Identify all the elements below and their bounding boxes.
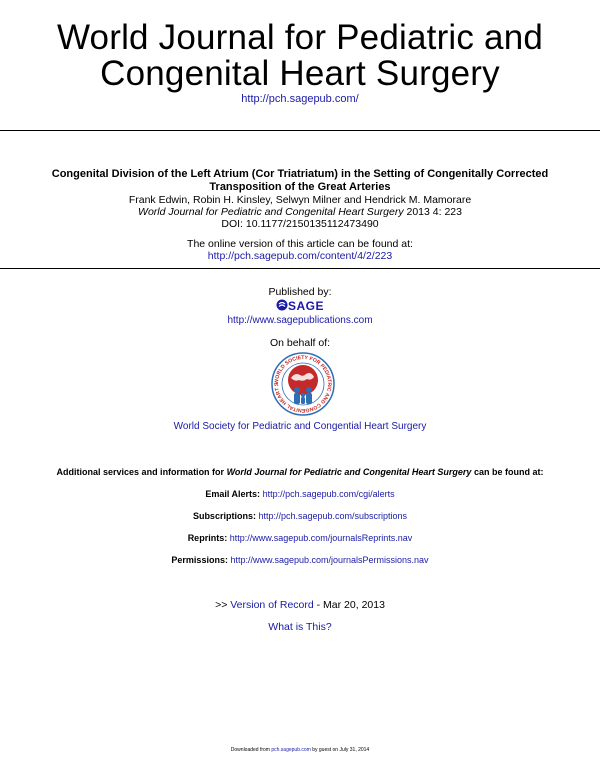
subscriptions-link[interactable]: http://pch.sagepub.com/subscriptions xyxy=(258,511,408,521)
publisher-url-link[interactable]: http://www.sagepublications.com xyxy=(227,315,373,326)
version-line: >> Version of Record - Mar 20, 2013 xyxy=(0,599,600,611)
reprints-label: Reprints: xyxy=(187,533,228,543)
article-title-line2: Transposition of the Great Arteries xyxy=(209,181,391,193)
top-divider xyxy=(0,130,600,131)
citation-journal: World Journal for Pediatric and Congenit… xyxy=(138,206,404,218)
service-row-reprints: Reprints: http://www.sagepub.com/journal… xyxy=(0,533,600,543)
sage-logo-text: SAGE xyxy=(287,299,324,313)
services-journal: World Journal for Pediatric and Congenit… xyxy=(226,467,472,477)
society-seal: WORLD SOCIETY FOR PEDIATRIC AND CONGENIT… xyxy=(269,348,335,416)
on-behalf-label: On behalf of: xyxy=(269,337,331,349)
version-date: - Mar 20, 2013 xyxy=(313,599,385,611)
article-citation: World Journal for Pediatric and Congenit… xyxy=(0,206,600,218)
society-link[interactable]: World Society for Pediatric and Congenti… xyxy=(173,421,427,432)
article-doi: DOI: 10.1177/2150135112473490 xyxy=(221,218,379,230)
additional-services-heading: Additional services and information for … xyxy=(56,467,544,477)
footer-site-link[interactable]: pch.sagepub.com xyxy=(271,747,311,753)
service-row-permissions: Permissions: http://www.sagepub.com/jour… xyxy=(0,555,600,565)
journal-title: World Journal for Pediatric and Congenit… xyxy=(0,20,600,92)
online-version-link[interactable]: http://pch.sagepub.com/content/4/2/223 xyxy=(207,250,393,262)
middle-divider xyxy=(0,268,600,269)
article-title: Congenital Division of the Left Atrium (… xyxy=(0,168,600,194)
email-alerts-link[interactable]: http://pch.sagepub.com/cgi/alerts xyxy=(262,489,395,499)
sage-mark-icon xyxy=(276,299,288,311)
citation-volume: 2013 4: 223 xyxy=(403,206,462,218)
permissions-label: Permissions: xyxy=(171,555,228,565)
published-by-label: Published by: xyxy=(268,286,332,298)
download-footer: Downloaded from pch.sagepub.com by guest… xyxy=(230,747,370,753)
sage-logo[interactable]: SAGE xyxy=(0,297,600,313)
version-of-record-link[interactable]: Version of Record xyxy=(230,599,314,611)
article-authors: Frank Edwin, Robin H. Kinsley, Selwyn Mi… xyxy=(128,194,472,206)
service-row-email-alerts: Email Alerts: http://pch.sagepub.com/cgi… xyxy=(0,489,600,499)
journal-url-link[interactable]: http://pch.sagepub.com/ xyxy=(241,93,359,105)
subscriptions-label: Subscriptions: xyxy=(192,511,256,521)
journal-title-line1: World Journal for Pediatric and xyxy=(56,18,544,57)
permissions-link[interactable]: http://www.sagepub.com/journalsPermissio… xyxy=(230,555,429,565)
article-title-line1: Congenital Division of the Left Atrium (… xyxy=(51,168,549,180)
service-row-subscriptions: Subscriptions: http://pch.sagepub.com/su… xyxy=(0,511,600,521)
online-version-text: The online version of this article can b… xyxy=(187,238,413,250)
version-prefix: >> xyxy=(215,599,231,611)
society-seal-icon: WORLD SOCIETY FOR PEDIATRIC AND CONGENIT… xyxy=(269,348,335,416)
journal-title-line2: Congenital Heart Surgery xyxy=(100,54,500,93)
what-is-this-link[interactable]: What is This? xyxy=(268,621,332,633)
reprints-link[interactable]: http://www.sagepub.com/journalsReprints.… xyxy=(229,533,413,543)
email-alerts-label: Email Alerts: xyxy=(205,489,261,499)
